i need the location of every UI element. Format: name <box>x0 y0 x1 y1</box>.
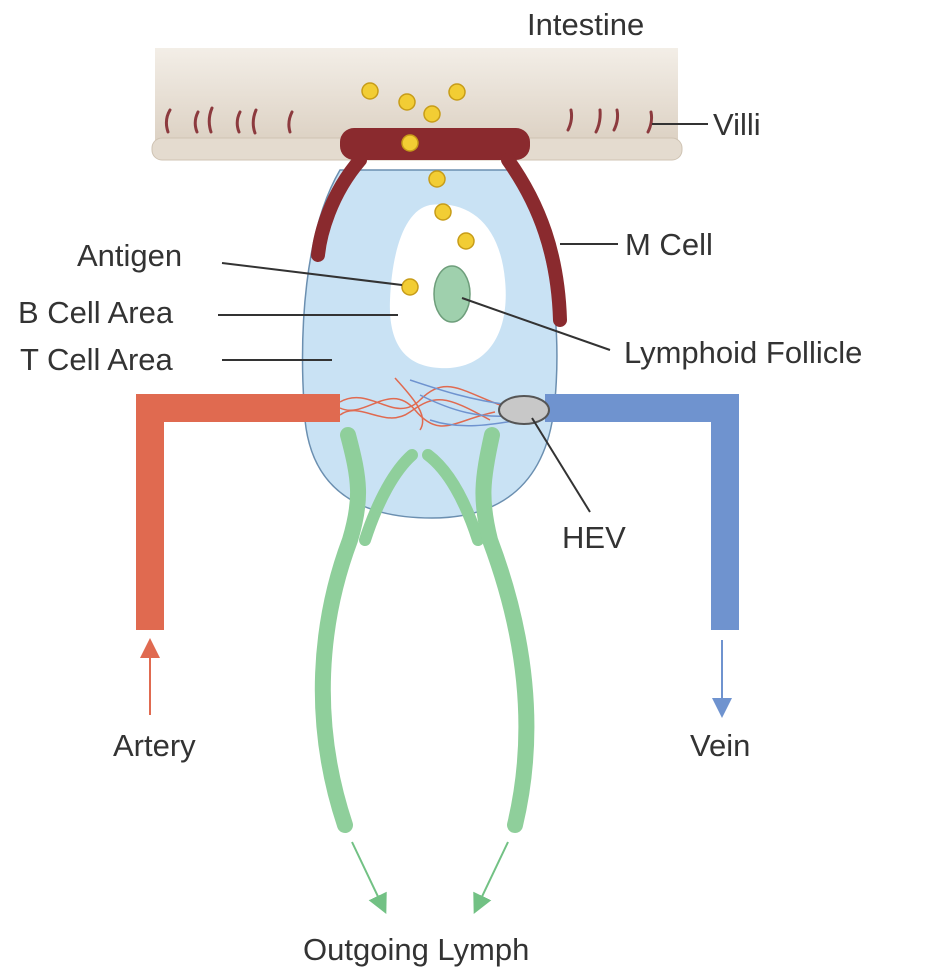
antigen-dot <box>398 93 416 111</box>
outgoing-lymph-label: Outgoing Lymph <box>303 932 529 967</box>
villi-strokes <box>164 106 654 135</box>
b-cell-area-label: B Cell Area <box>18 295 174 330</box>
artery-vessel <box>136 394 340 630</box>
antigen-dot <box>428 170 446 188</box>
antigen-label: Antigen <box>77 238 182 273</box>
antigen-dot <box>401 134 419 152</box>
antigen-dot <box>457 232 475 250</box>
hev-label: HEV <box>562 520 626 555</box>
lymphoid-follicle-label: Lymphoid Follicle <box>624 335 862 370</box>
lymphoid-follicle <box>433 265 471 323</box>
antigen-dot <box>423 105 441 123</box>
antigen-dots <box>361 82 475 296</box>
leader-lines <box>218 123 708 513</box>
intestine-label: Intestine <box>527 7 644 42</box>
antigen-dot <box>448 83 466 101</box>
vein-vessel <box>545 394 739 630</box>
lymph-arrow-left <box>351 841 387 915</box>
vein-label: Vein <box>690 728 750 763</box>
hev-vessel <box>498 395 550 425</box>
antigen-dot <box>434 203 452 221</box>
t-cell-area-label: T Cell Area <box>20 342 174 377</box>
m-cell-label: M Cell <box>625 227 713 262</box>
artery-label: Artery <box>113 728 196 763</box>
lymph-arrow-right <box>473 841 509 915</box>
hev-leader <box>531 417 591 513</box>
lymph-vessels <box>314 427 535 833</box>
antigen-leader <box>221 262 403 286</box>
antigen-dot <box>361 82 379 100</box>
villi-label: Villi <box>713 107 761 142</box>
antigen-dot <box>401 278 419 296</box>
follicle-leader <box>461 297 611 351</box>
m-cell <box>311 128 567 327</box>
